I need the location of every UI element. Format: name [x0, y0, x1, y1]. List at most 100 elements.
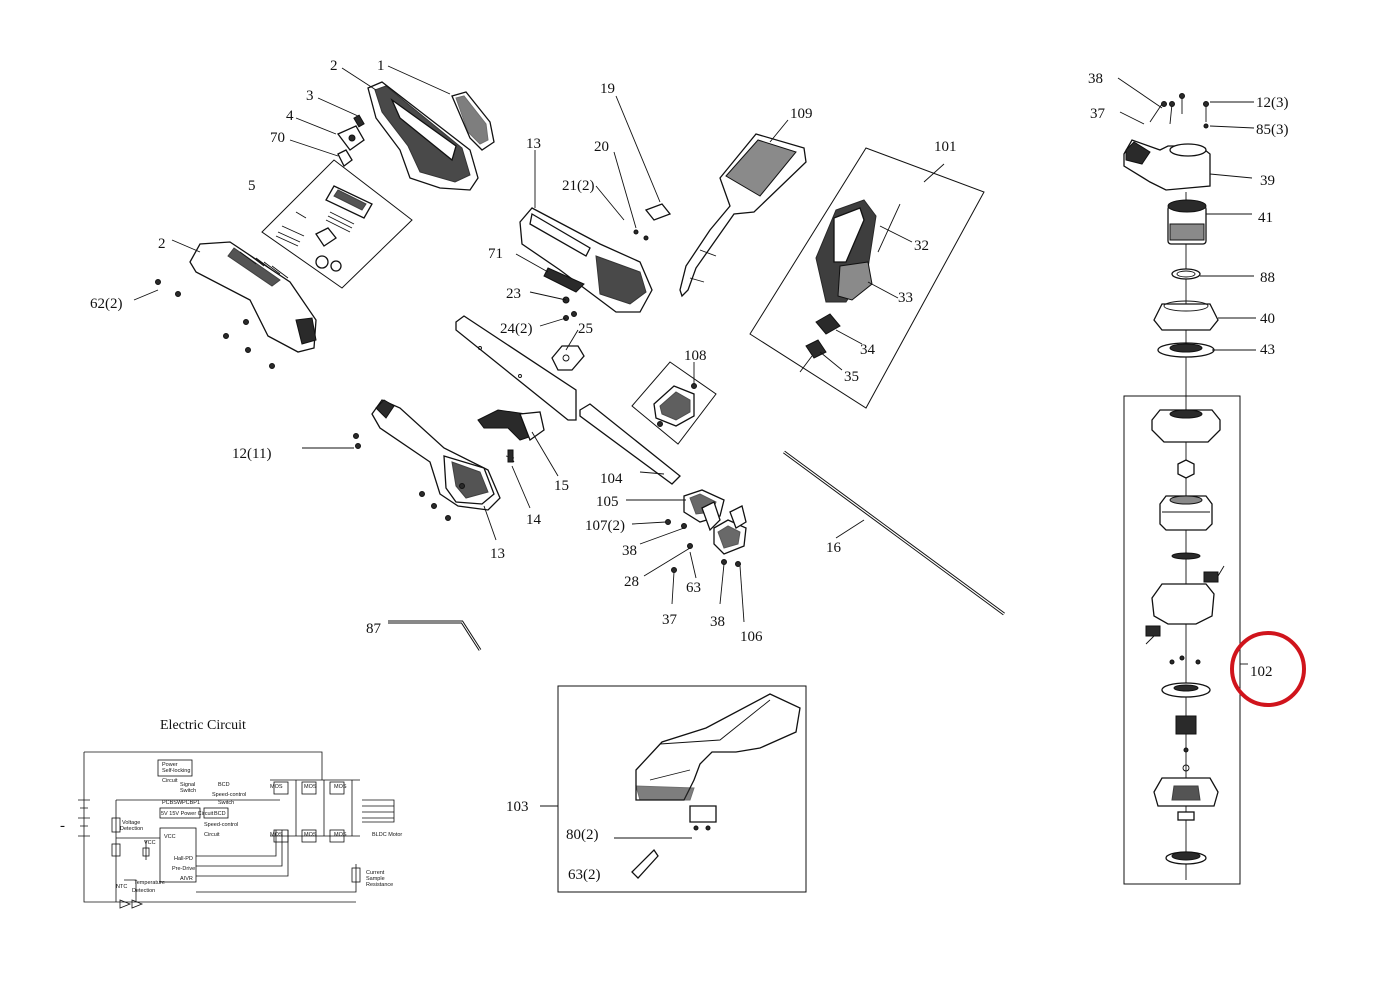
label-12-3: 12(3): [1256, 95, 1289, 111]
label-38-c: 38: [1088, 71, 1103, 87]
ckt-current: Current: [366, 870, 385, 876]
spool-head-column: [1117, 77, 1256, 885]
guard-assembly-103: [540, 685, 807, 893]
handle-assembly: [155, 81, 495, 369]
label-23: 23: [506, 286, 521, 302]
part-108: [631, 361, 717, 445]
label-4: 4: [286, 108, 294, 124]
ckt-circuit-2: Circuit: [204, 832, 220, 838]
ckt-voltage: Voltage: [122, 820, 140, 826]
label-105: 105: [596, 494, 619, 510]
label-71: 71: [488, 246, 503, 262]
label-85: 85(3): [1256, 122, 1289, 138]
label-80: 80(2): [566, 827, 599, 843]
label-106: 106: [740, 629, 763, 645]
circuit-title: Electric Circuit: [160, 718, 246, 733]
label-70: 70: [270, 130, 285, 146]
ckt-ntc: NTC: [116, 884, 127, 890]
label-104: 104: [600, 471, 623, 487]
ckt-pcbp1: PCBP1: [182, 800, 200, 806]
label-39: 39: [1260, 173, 1275, 189]
label-37-a: 37: [662, 612, 678, 628]
label-20: 20: [594, 139, 609, 155]
ckt-mos-4: MOS: [270, 832, 283, 838]
ckt-mos-6: MOS: [334, 832, 347, 838]
label-21: 21(2): [562, 178, 595, 194]
electric-circuit: Electric Circuit: [60, 718, 402, 909]
ckt-pcbsw: PCBSW: [162, 800, 183, 806]
lower-housing-assembly: [353, 399, 545, 521]
label-62: 62(2): [90, 296, 123, 312]
ckt-aivr: AIVR: [180, 876, 193, 882]
ckt-detection-2: Detection: [132, 888, 155, 894]
ckt-switch-2: Switch: [218, 800, 234, 806]
ckt-temperature: Temperature: [134, 880, 165, 886]
label-32: 32: [914, 238, 929, 254]
label-34: 34: [860, 342, 876, 358]
label-13-lower: 13: [490, 546, 505, 562]
clamp-assembly: [665, 489, 747, 573]
ckt-sample: Sample: [366, 876, 385, 882]
label-63-b: 63(2): [568, 867, 601, 883]
leaders-center-top: [515, 95, 661, 351]
ckt-power-circuit: 5V 15V Power Circuit: [161, 811, 214, 817]
label-103: 103: [506, 799, 529, 815]
guard-strip: [455, 315, 681, 485]
label-28: 28: [624, 574, 639, 590]
ckt-bcd-1: BCD: [218, 782, 230, 788]
ckt-mos-5: MOS: [304, 832, 317, 838]
part-labels: 1 2 3 4 70 5 2 62(2) 13 19 20 21(2) 71 2…: [90, 58, 1289, 883]
ckt-vcc-1: VCC: [164, 834, 176, 840]
label-1: 1: [377, 58, 385, 74]
label-63-a: 63: [686, 580, 701, 596]
label-41: 41: [1258, 210, 1273, 226]
label-5: 5: [248, 178, 256, 194]
label-37-b: 37: [1090, 106, 1106, 122]
label-38-b: 38: [710, 614, 725, 630]
label-109: 109: [790, 106, 813, 122]
label-15: 15: [554, 478, 569, 494]
ckt-speed-control-1: Speed-control: [212, 792, 246, 798]
ckt-speed-control-2: Speed-control: [204, 822, 238, 828]
label-88: 88: [1260, 270, 1275, 286]
ckt-pre-drive: Pre-Drive: [172, 866, 195, 872]
label-24: 24(2): [500, 321, 533, 337]
hex-key-87: [388, 620, 482, 651]
label-2-upper: 2: [330, 58, 338, 74]
battery-minus: -: [60, 818, 65, 834]
assembly-101: [749, 147, 985, 409]
label-87: 87: [366, 621, 382, 637]
ckt-signal: Signal: [180, 782, 195, 788]
label-43: 43: [1260, 342, 1275, 358]
ckt-switch-1: Switch: [180, 788, 196, 794]
ckt-circuit-1: Circuit: [162, 778, 178, 784]
label-40: 40: [1260, 311, 1275, 327]
guard-shaft-109: [679, 119, 807, 298]
label-101: 101: [934, 139, 957, 155]
leaders-mid-left: [302, 431, 559, 541]
label-102: 102: [1250, 664, 1273, 680]
label-35: 35: [844, 369, 859, 385]
line-rod-16: [783, 450, 1005, 616]
ckt-self-locking: Self-locking: [162, 768, 190, 774]
label-33: 33: [898, 290, 913, 306]
label-38-a: 38: [622, 543, 637, 559]
label-25: 25: [578, 321, 593, 337]
ckt-resistance: Resistance: [366, 882, 393, 888]
ckt-detection-1: Detection: [120, 826, 143, 832]
leaders-top-left: [133, 65, 451, 301]
label-108: 108: [684, 348, 707, 364]
motor-housing-assembly: [519, 203, 672, 371]
ckt-bldc-motor: BLDC Motor: [372, 832, 402, 838]
label-19: 19: [600, 81, 615, 97]
label-14: 14: [526, 512, 542, 528]
label-2-lower: 2: [158, 236, 166, 252]
ckt-mos-2: MOS: [304, 784, 317, 790]
label-107: 107(2): [585, 518, 625, 534]
highlight-circle: [1230, 631, 1306, 707]
ckt-hall-pd: Hall-PD: [174, 856, 193, 862]
ckt-vcc-2: VCC: [144, 840, 156, 846]
label-3: 3: [306, 88, 314, 104]
label-12-11: 12(11): [232, 446, 271, 462]
